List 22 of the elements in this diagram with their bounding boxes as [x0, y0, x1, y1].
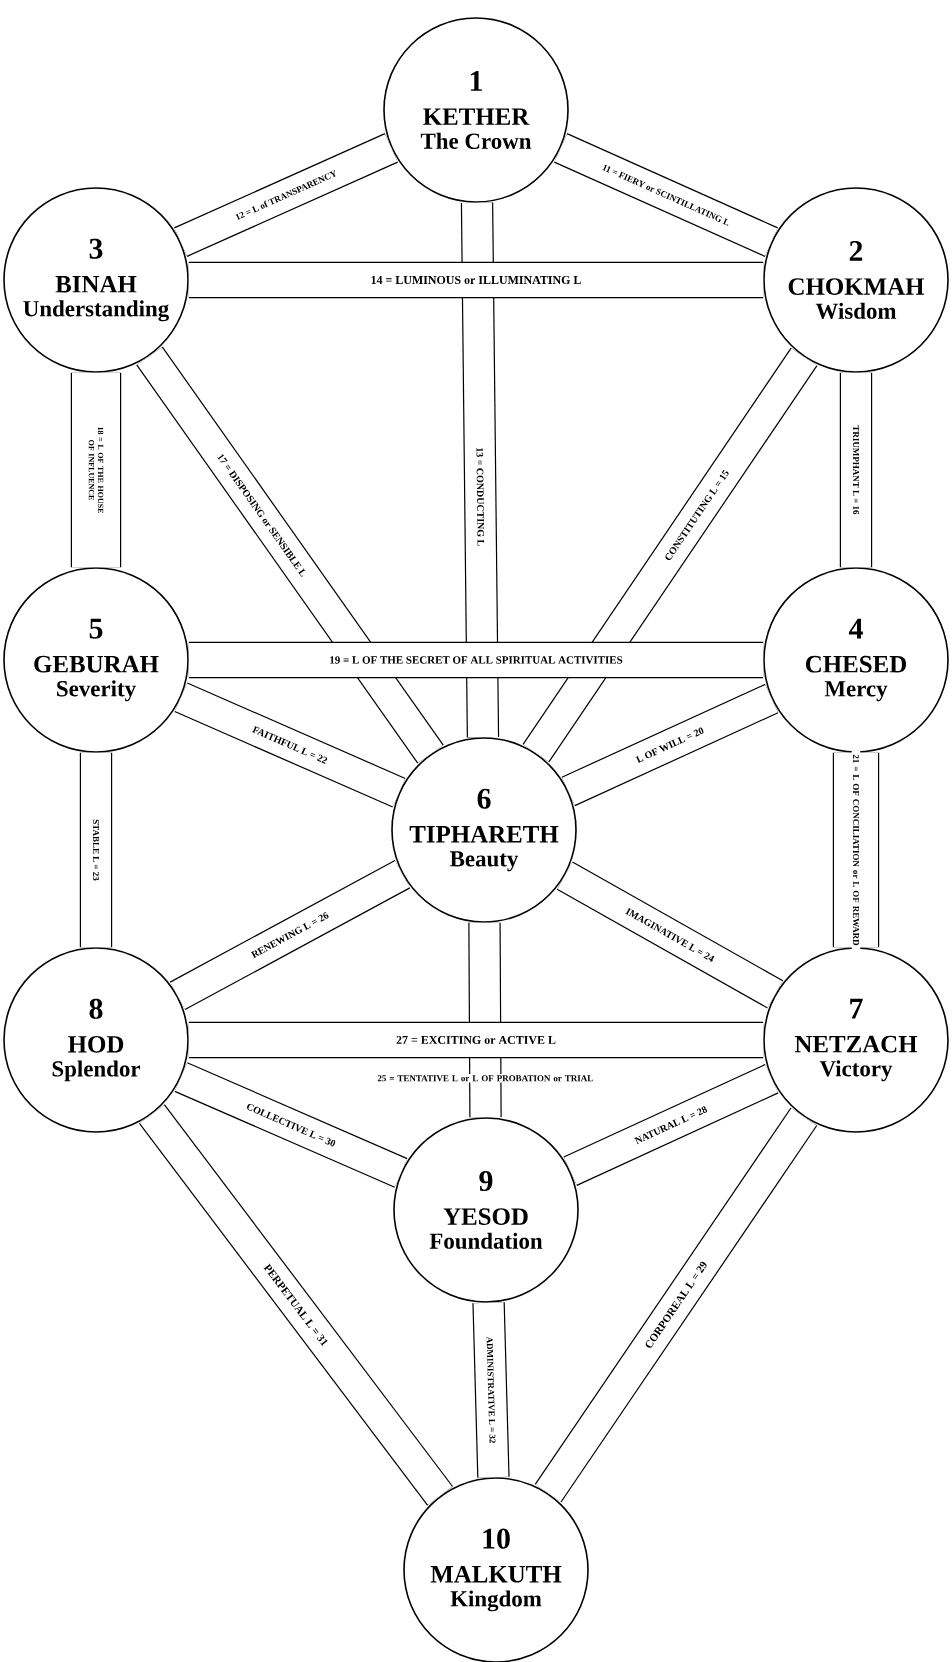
path-band [468, 922, 502, 1118]
path-band [174, 133, 398, 257]
path-band [188, 1021, 764, 1059]
path-band [174, 682, 406, 808]
path-band [174, 1062, 408, 1188]
path-band [832, 752, 880, 948]
path-band [460, 202, 500, 738]
path-band [138, 1104, 454, 1506]
path-band [70, 372, 122, 568]
path-band [556, 861, 784, 1009]
path-band [522, 347, 818, 763]
path-band [561, 683, 779, 807]
path-band [169, 859, 411, 1011]
path-band [136, 346, 444, 764]
path-band [188, 641, 764, 679]
path-band [188, 261, 764, 299]
path-band [79, 752, 113, 948]
path-band [563, 1064, 779, 1186]
path-band [472, 1302, 510, 1478]
path-band [839, 372, 873, 568]
path-band [554, 133, 778, 257]
path-band [534, 1107, 818, 1503]
